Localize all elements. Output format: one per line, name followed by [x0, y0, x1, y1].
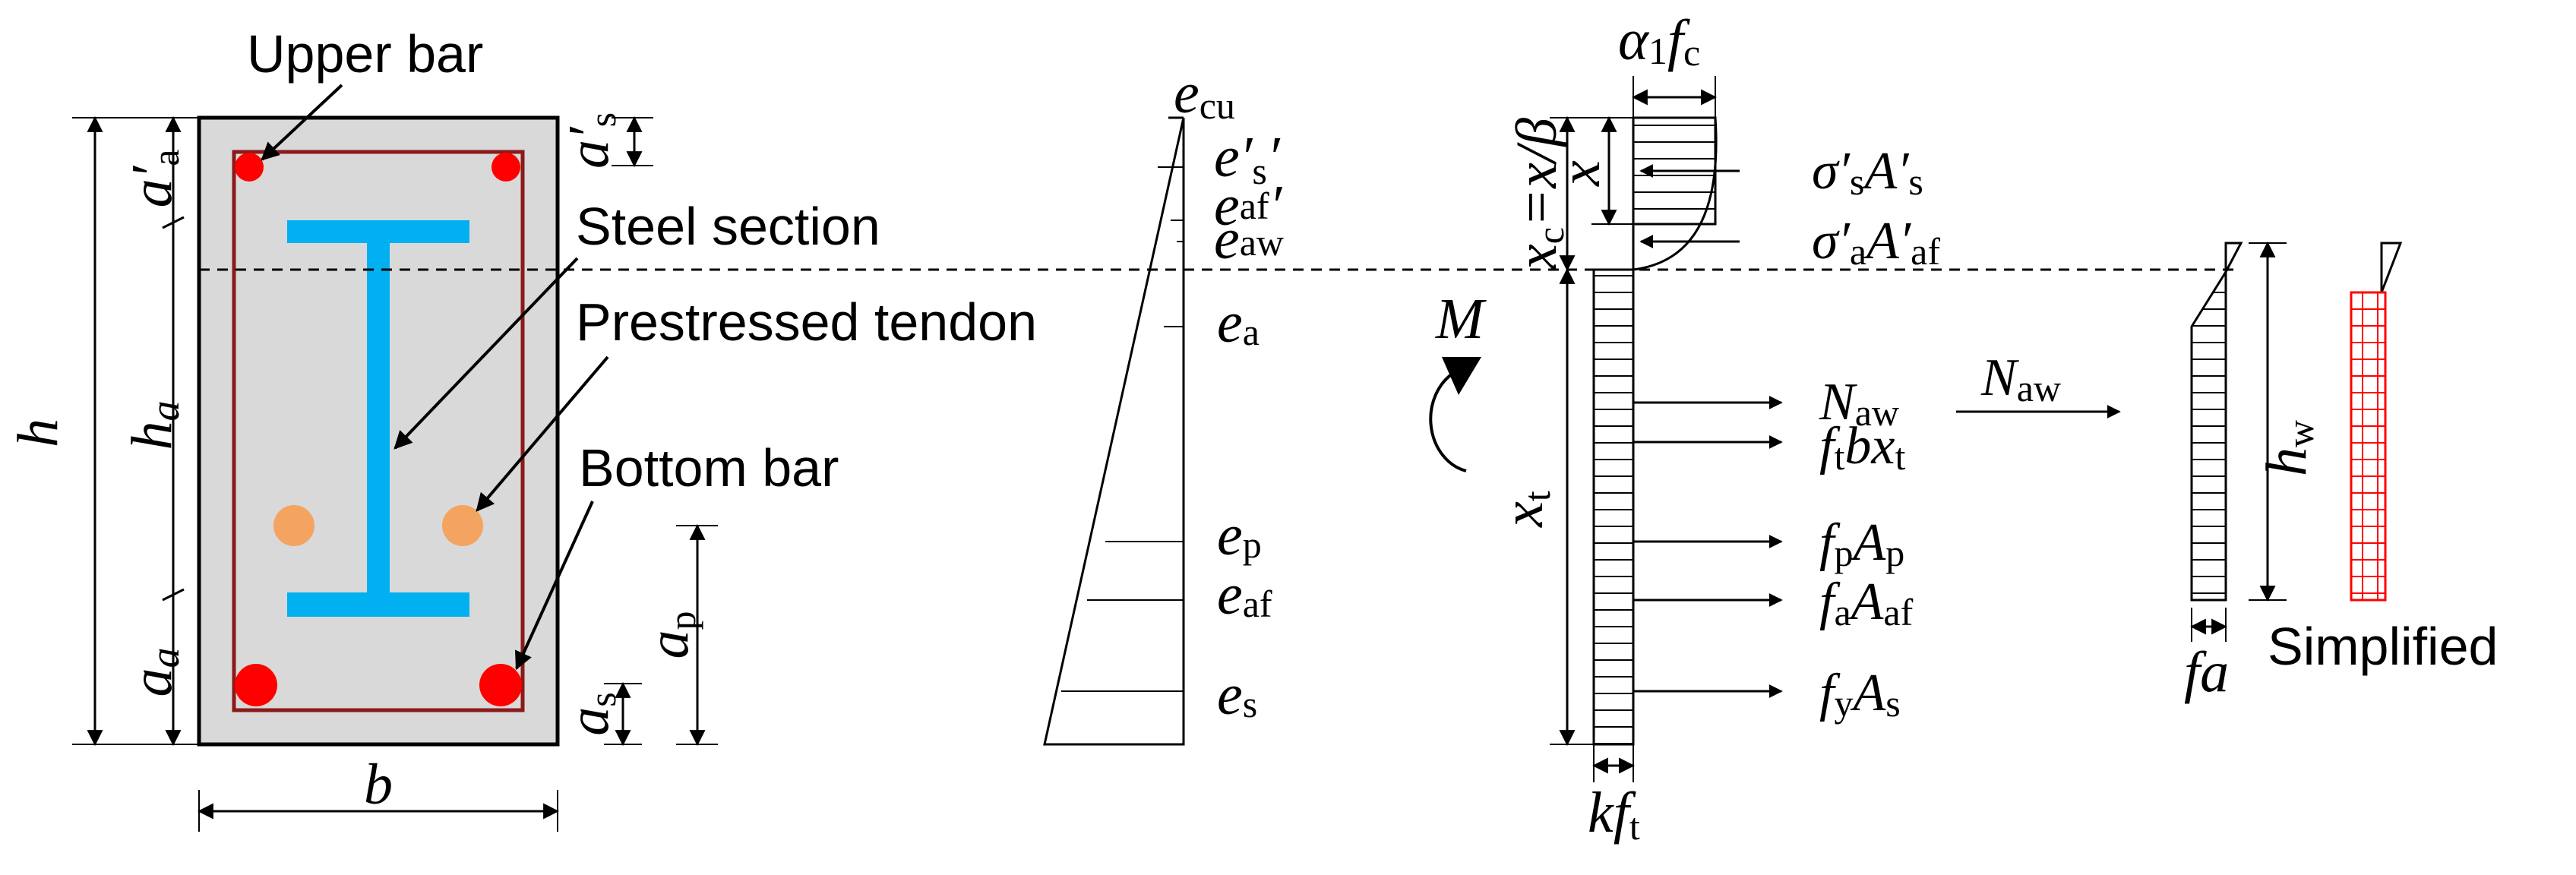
dim-ap-label: ap — [637, 611, 703, 659]
prestressed-tendon-label: Prestressed tendon — [576, 292, 1037, 352]
dim-b-label: b — [364, 753, 393, 817]
strain-diagram: ecu e′s′ eaf′ eaw ea ep eaf es — [1043, 62, 1284, 746]
simplified-triangle — [2380, 242, 2403, 293]
strain-label-ecu: ecu — [1174, 62, 1235, 127]
prestressed-tendon-leader — [476, 355, 609, 512]
strain-diagram-outline — [1043, 117, 1185, 746]
dim-x-label: x — [1548, 160, 1612, 187]
dim-hw-label: hw — [2255, 420, 2322, 476]
simplified-label: Simplified — [2268, 617, 2498, 676]
upper-bar-label: Upper bar — [247, 24, 483, 84]
web-stress-triangle — [2224, 242, 2243, 273]
strain-label-es: es — [1217, 663, 1257, 727]
strain-label-ep: ep — [1217, 504, 1262, 567]
dim-as-label: as — [557, 692, 624, 735]
bottom-bar-left — [235, 664, 277, 706]
compression-curve — [1633, 117, 1718, 271]
dim-aa-label: aa — [120, 648, 188, 697]
bottom-bar-label: Bottom bar — [579, 438, 839, 498]
dim-inner-tick-1 — [162, 216, 185, 229]
moment-label: M — [1435, 287, 1487, 351]
simplified-block — [2350, 291, 2387, 602]
web-block-diagram: Naw hw fa Simplified — [1956, 241, 2498, 704]
dim-xt-label: xt — [1491, 491, 1558, 528]
force-label-fyas: fyAs — [1819, 664, 1901, 725]
force-label-faaaf: faAaf — [1819, 573, 1914, 633]
moment-arc — [1429, 371, 1467, 472]
dim-ha-label: ha — [120, 401, 188, 450]
strain-label-eaw: eaw — [1214, 207, 1284, 271]
moment-arrowhead — [1442, 357, 1481, 395]
strain-label-ep-s: e′s′ — [1214, 125, 1281, 192]
steel-section-leader — [394, 257, 579, 450]
force-label-naw: Naw — [1819, 373, 1899, 434]
steel-section-bottom-flange — [287, 592, 469, 617]
stress-diagram: α1fc x xc=x/β xt kft M σ′sA′s σ′aA′af Na… — [1429, 8, 1940, 848]
steel-section-label: Steel section — [576, 197, 880, 256]
upper-bar-right — [491, 153, 520, 182]
dim-kft-label: kft — [1588, 781, 1640, 848]
cross-section: Upper bar Steel section Prestressed tend… — [6, 24, 2241, 832]
tension-block — [1592, 268, 1635, 746]
naw-resultant-label: Naw — [1980, 349, 2061, 409]
dim-inner-tick-2 — [162, 588, 185, 602]
bottom-bar-right — [479, 664, 522, 706]
force-label-ftbxt: ftbxt — [1819, 417, 1905, 478]
strain-label-eaf: eaf — [1217, 563, 1272, 627]
dim-xc-label: xc=x/β — [1505, 118, 1572, 270]
bottom-bar-leader — [515, 501, 594, 671]
upper-bar-leader — [261, 84, 343, 161]
steel-section-top-flange — [287, 220, 469, 243]
prestressed-tendon-right — [442, 505, 483, 546]
prestressed-tendon-left — [273, 505, 314, 546]
web-stress-block — [2190, 267, 2227, 602]
force-label-sigma-s: σ′sA′s — [1812, 142, 1923, 203]
dim-h-label: h — [6, 419, 70, 447]
dim-a-prime-s-label: a′s — [557, 112, 624, 169]
dim-fa-label: fa — [2184, 640, 2229, 704]
strain-label-ea: ea — [1217, 291, 1260, 355]
dim-a-prime-a-label: a′a — [120, 150, 187, 208]
stirrup — [232, 150, 525, 712]
steel-section-web — [367, 243, 390, 592]
force-label-fpap: fpAp — [1819, 513, 1904, 574]
strain-label-eaf-prime: eaf′ — [1214, 174, 1283, 238]
force-label-sigma-a: σ′aA′af — [1812, 212, 1940, 273]
upper-bar-left — [235, 153, 264, 182]
dim-alpha1fc-label: α1fc — [1618, 8, 1700, 74]
